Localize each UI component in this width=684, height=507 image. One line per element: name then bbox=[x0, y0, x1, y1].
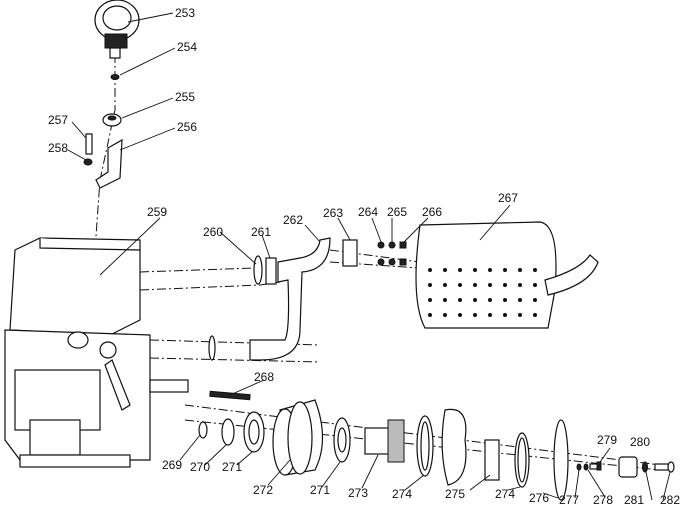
label-259: 259 bbox=[147, 205, 167, 219]
label-269: 269 bbox=[162, 458, 182, 472]
part-256-bracket bbox=[95, 138, 123, 189]
label-255: 255 bbox=[175, 90, 195, 104]
label-256: 256 bbox=[177, 120, 197, 134]
label-253: 253 bbox=[175, 6, 195, 20]
label-257: 257 bbox=[48, 113, 68, 127]
part-267-muffler bbox=[415, 221, 599, 329]
part-276-plate bbox=[553, 419, 569, 501]
label-277: 277 bbox=[559, 493, 579, 507]
part-280-cap bbox=[618, 456, 638, 478]
part-271-bearing bbox=[243, 411, 265, 453]
part-274-spring-ring bbox=[416, 415, 434, 477]
part-258-washer bbox=[83, 158, 93, 166]
label-271-second: 271 bbox=[310, 483, 330, 497]
part-264-washer bbox=[377, 241, 385, 266]
part-278-washer bbox=[583, 463, 589, 471]
label-274: 274 bbox=[392, 487, 412, 501]
label-265: 265 bbox=[387, 205, 407, 219]
exhaust-gasket-lower bbox=[208, 335, 216, 361]
label-266: 266 bbox=[422, 205, 442, 219]
part-271-bearing-2 bbox=[333, 417, 351, 463]
label-274-second: 274 bbox=[495, 487, 515, 501]
label-262: 262 bbox=[283, 213, 303, 227]
part-272-pulley bbox=[272, 399, 324, 476]
part-275-clutch-drum bbox=[441, 408, 500, 486]
label-279: 279 bbox=[597, 433, 617, 447]
label-254: 254 bbox=[177, 40, 197, 54]
label-261: 261 bbox=[251, 225, 271, 239]
part-262-exhaust-pipe bbox=[249, 237, 331, 361]
label-276: 276 bbox=[529, 491, 549, 505]
part-282-bolt bbox=[654, 461, 675, 473]
label-258: 258 bbox=[48, 141, 68, 155]
label-280: 280 bbox=[630, 435, 650, 449]
label-267: 267 bbox=[498, 191, 518, 205]
part-268-key bbox=[209, 390, 251, 401]
part-255-nut bbox=[102, 113, 122, 127]
part-266-nut bbox=[399, 241, 407, 266]
label-278: 278 bbox=[593, 493, 613, 507]
part-260-gasket bbox=[253, 255, 263, 285]
label-263: 263 bbox=[323, 206, 343, 220]
label-281: 281 bbox=[624, 493, 644, 507]
part-279-bolt bbox=[589, 461, 602, 471]
label-273: 273 bbox=[348, 486, 368, 500]
part-265-washer bbox=[388, 241, 396, 266]
part-257-bolt bbox=[85, 133, 93, 155]
label-264: 264 bbox=[358, 205, 378, 219]
part-254-washer bbox=[110, 74, 120, 80]
part-261-flange bbox=[265, 257, 277, 285]
label-268: 268 bbox=[254, 370, 274, 384]
part-270-ring bbox=[221, 418, 235, 446]
part-281-washer bbox=[642, 461, 648, 473]
part-274-spring-ring-2 bbox=[514, 432, 530, 488]
label-275: 275 bbox=[445, 487, 465, 501]
label-260: 260 bbox=[203, 225, 223, 239]
part-273-clutch-hub bbox=[364, 419, 405, 463]
label-270: 270 bbox=[190, 460, 210, 474]
part-269-washer bbox=[198, 421, 208, 439]
leader-lines bbox=[67, 12, 671, 501]
part-labels: 253 254 255 256 257 258 259 260 261 262 … bbox=[48, 6, 680, 507]
label-282: 282 bbox=[660, 493, 680, 507]
label-271: 271 bbox=[222, 460, 242, 474]
label-272: 272 bbox=[253, 483, 273, 497]
part-253-air-cleaner bbox=[94, 0, 140, 59]
part-277-washer bbox=[576, 463, 582, 471]
part-259-engine bbox=[4, 237, 189, 468]
part-263-flange bbox=[342, 239, 358, 267]
